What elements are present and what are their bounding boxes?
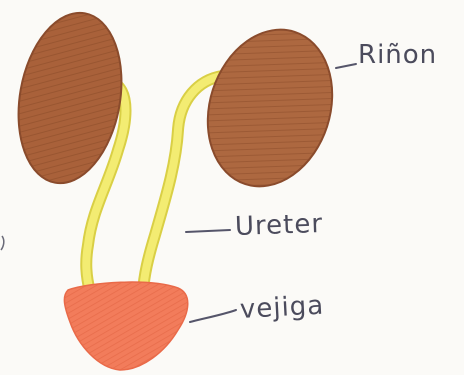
ureter-label: Ureter bbox=[234, 209, 323, 242]
stray-mark bbox=[1, 236, 4, 250]
kidney-label: Riñon bbox=[358, 40, 437, 70]
right-kidney bbox=[188, 13, 352, 202]
bladder-pointer-line bbox=[190, 310, 236, 322]
kidney-pointer-line bbox=[336, 64, 356, 68]
bladder-label: vejiga bbox=[239, 291, 325, 325]
bladder bbox=[64, 282, 187, 370]
ureter-pointer-line bbox=[186, 230, 230, 232]
